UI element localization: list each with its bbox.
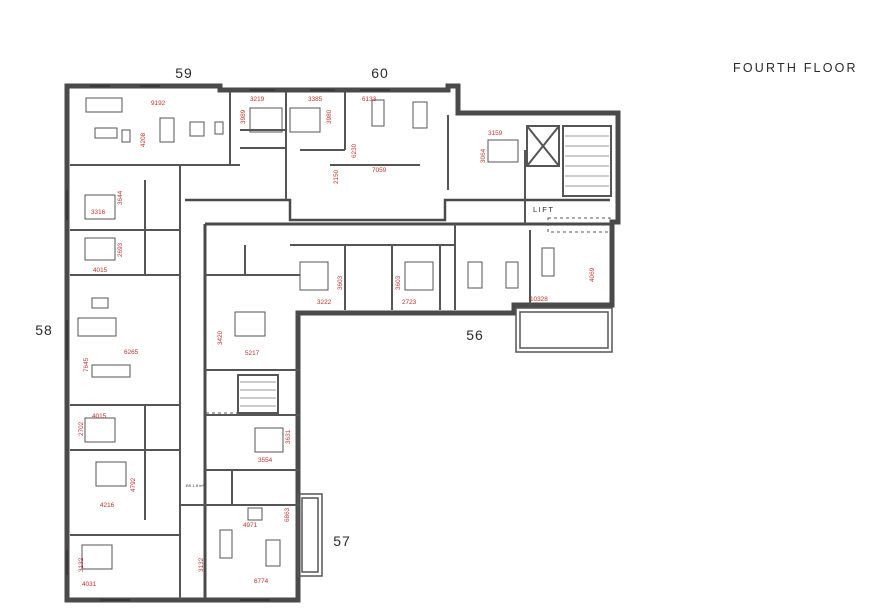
dimension-label: 3219	[250, 96, 265, 103]
stair-treads	[240, 135, 609, 407]
dimension-label: 3159	[488, 130, 503, 137]
dimension-label: 9192	[151, 100, 166, 107]
dimension-label: 2702	[78, 421, 85, 436]
dimension-label: 6774	[254, 578, 269, 585]
dimension-label: 6863	[284, 507, 291, 522]
unit-label-60: 60	[371, 65, 389, 81]
interior-walls	[70, 92, 612, 600]
furniture	[77, 97, 555, 570]
dimension-label: 3631	[285, 429, 292, 444]
unit-label-59: 59	[175, 65, 193, 81]
dimension-label: 5217	[245, 350, 260, 357]
dimension-label: 4015	[92, 413, 107, 420]
dimension-label: 2150	[333, 169, 340, 184]
dimension-label: 3554	[258, 457, 273, 464]
dimension-label: 3603	[337, 275, 344, 290]
unit-label-58: 58	[35, 322, 53, 338]
dashed-lines	[206, 217, 611, 414]
dimension-label: 3316	[91, 209, 106, 216]
dimension-label: 6265	[124, 349, 139, 356]
lift-label: LIFT	[533, 205, 554, 214]
dimension-label: 4031	[82, 581, 97, 588]
dimension-label: 4208	[140, 132, 147, 147]
floor-title: FOURTH FLOOR	[733, 61, 858, 75]
dimension-label: 3603	[395, 275, 402, 290]
dimension-label: 10328	[530, 296, 548, 303]
dimension-label: 7645	[83, 357, 90, 372]
unit-label-57: 57	[333, 533, 351, 549]
outer-walls	[64, 83, 621, 603]
dimension-labels: 9192 4208 3219 3989 3385 3980 6133 6230 …	[78, 96, 596, 588]
store-label: BS 1.8 m²	[186, 483, 204, 488]
dimension-label: 3644	[117, 190, 124, 205]
dimension-label: 6230	[351, 143, 358, 158]
dimension-label: 7059	[372, 167, 387, 174]
dimension-label: 4015	[93, 267, 108, 274]
dimension-label: 4216	[100, 502, 115, 509]
dimension-label: 3420	[217, 330, 224, 345]
dimension-label: 3064	[480, 148, 487, 163]
unit-label-56: 56	[466, 327, 484, 343]
dimension-label: 3989	[240, 109, 247, 124]
dimension-label: 3132	[198, 557, 205, 572]
dimension-label: 6133	[362, 96, 377, 103]
balconies	[297, 307, 613, 577]
dimension-label: 4971	[243, 522, 258, 529]
dimension-label: 2723	[402, 299, 417, 306]
dimension-label: 4069	[589, 267, 596, 282]
dimension-label: 3222	[317, 299, 332, 306]
windows	[66, 85, 390, 601]
dimension-label: 3132	[78, 557, 85, 572]
dimension-label: 2693	[117, 242, 124, 257]
dimension-label: 3980	[326, 109, 333, 124]
dimension-label: 4792	[130, 477, 137, 492]
dimension-label: 3385	[308, 96, 323, 103]
